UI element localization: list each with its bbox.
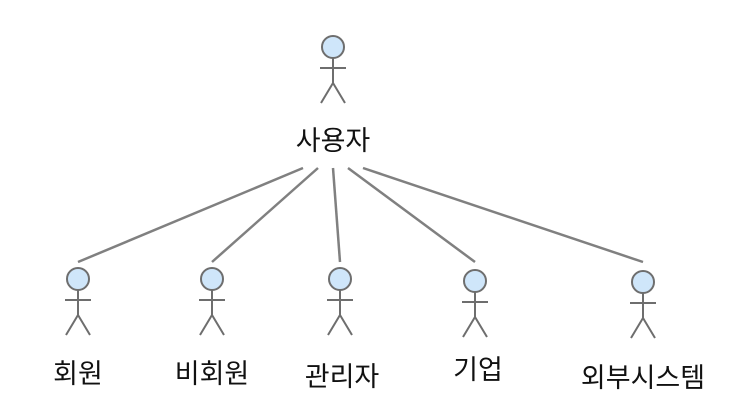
association-line — [347, 166, 476, 264]
actor-child-label: 비회원 — [175, 359, 250, 390]
association-line — [362, 166, 644, 264]
association-line — [211, 167, 319, 263]
actor-head-icon — [66, 267, 90, 291]
actor-child: 기업 — [453, 269, 503, 386]
actor-head-icon — [200, 267, 224, 291]
actor-child: 관리자 — [305, 267, 380, 393]
actor-body-icon — [199, 290, 225, 336]
actor-body-icon — [630, 293, 656, 339]
actor-child-label: 관리자 — [305, 362, 380, 393]
actor-body-icon — [462, 292, 488, 338]
actor-root: 사용자 — [296, 35, 371, 157]
actor-child-label: 기업 — [453, 355, 503, 386]
actor-body-icon — [327, 290, 353, 336]
actor-child-label: 외부시스템 — [581, 363, 705, 394]
actor-head-icon — [321, 35, 345, 59]
actor-child: 비회원 — [175, 267, 250, 390]
actor-root-label: 사용자 — [296, 126, 371, 157]
actor-body-icon — [65, 290, 91, 336]
actor-head-icon — [463, 269, 487, 293]
actor-child: 회원 — [53, 267, 103, 390]
actor-head-icon — [328, 267, 352, 291]
actor-child: 외부시스템 — [581, 270, 705, 394]
actor-child-label: 회원 — [53, 359, 103, 390]
association-line — [77, 166, 304, 264]
actor-head-icon — [631, 270, 655, 294]
association-lines — [77, 166, 644, 264]
association-line — [331, 167, 342, 263]
actor-body-icon — [320, 58, 346, 104]
